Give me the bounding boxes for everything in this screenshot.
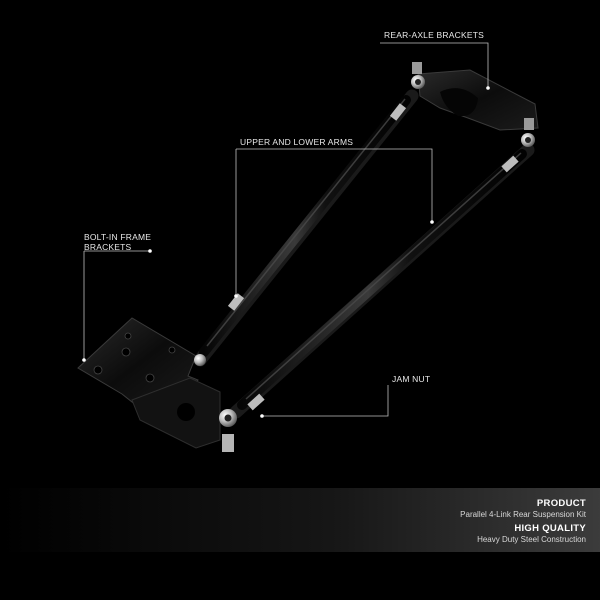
- callout-jam-nut: JAM NUT: [392, 374, 431, 384]
- jam-nut: [501, 155, 519, 173]
- quality-text: Heavy Duty Steel Construction: [477, 535, 586, 544]
- callout-bolt-in-frame-brackets: BOLT-IN FRAME BRACKETS: [84, 232, 152, 252]
- bolt: [222, 434, 234, 452]
- bolt: [194, 354, 206, 366]
- jam-nut: [247, 393, 265, 411]
- callout-rear-axle-brackets: REAR-AXLE BRACKETS: [384, 30, 484, 40]
- quality-info: HIGH QUALITY Heavy Duty Steel Constructi…: [477, 523, 586, 544]
- product-info-band: PRODUCT Parallel 4-Link Rear Suspension …: [0, 488, 600, 552]
- lower-arm: [229, 143, 535, 419]
- callout-lines: [83, 42, 489, 417]
- upper-arm: [193, 89, 419, 367]
- product-heading: PRODUCT: [536, 498, 586, 509]
- callout-upper-lower-arms: UPPER AND LOWER ARMS: [240, 137, 354, 147]
- frame-bracket: [77, 317, 237, 452]
- jam-nut: [227, 293, 245, 311]
- rear-axle-bracket: [411, 62, 539, 147]
- product-info: PRODUCT Parallel 4-Link Rear Suspension …: [460, 498, 586, 519]
- product-text: Parallel 4-Link Rear Suspension Kit: [460, 510, 586, 519]
- callout-dots: [82, 86, 490, 418]
- jam-nut: [389, 103, 407, 121]
- quality-heading: HIGH QUALITY: [514, 523, 586, 534]
